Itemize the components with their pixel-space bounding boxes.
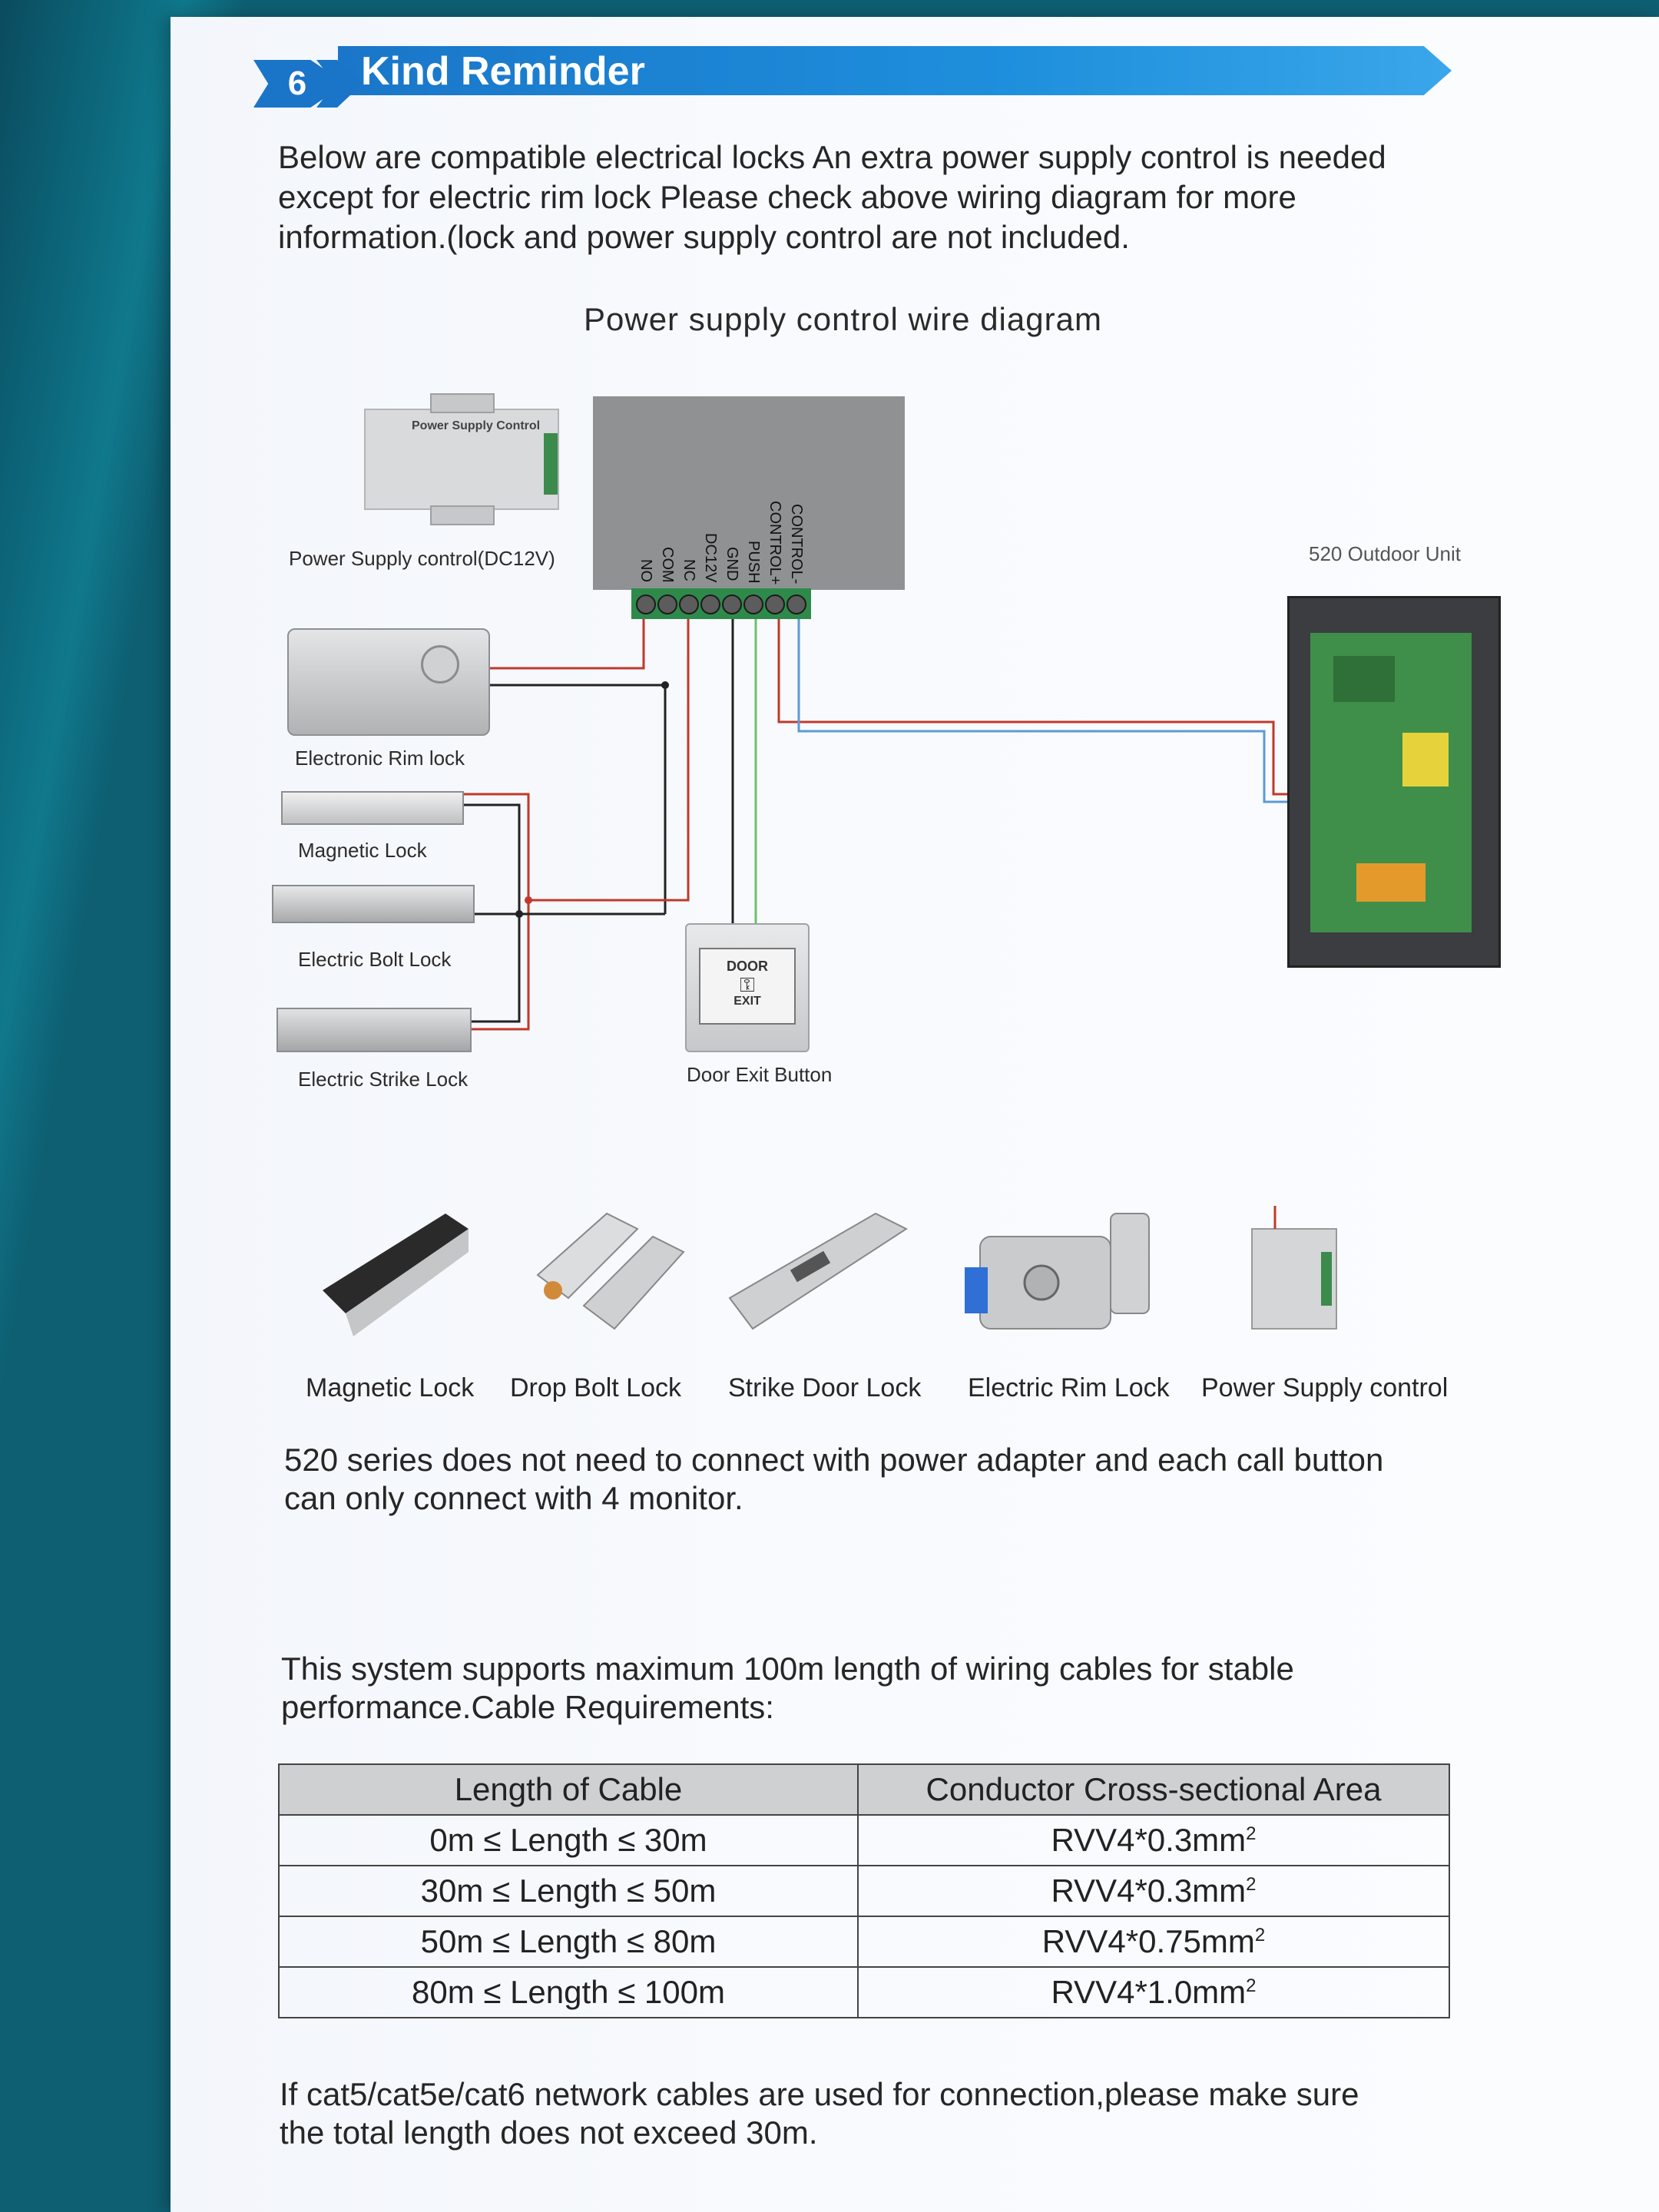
electric-rim-lock-product-image [965,1213,1150,1330]
terminal-label-gnd: GND [724,547,740,581]
terminal-label-push: PUSH [745,541,762,584]
exit-button-face: DOOR ⚿ EXIT [699,948,796,1025]
rim-lock-label: Electronic Rim lock [295,747,465,770]
terminal-screw [679,594,699,614]
psu-mount-ear-bottom [430,505,495,525]
table-row: 30m ≤ Length ≤ 50m RVV4*0.3mm2 [278,1865,1450,1917]
product-caption-power-supply-control: Power Supply control [1201,1373,1449,1402]
cell-area-exponent: 2 [1246,1874,1257,1895]
door-exit-label: Door Exit Button [687,1063,833,1086]
terminal-screw [743,594,763,614]
cell-area-value: RVV4*0.3mm [1051,1873,1247,1909]
rim-lock-knob-icon [421,645,459,684]
terminal-label-control-minus: CONTROL- [788,504,805,584]
electric-bolt-lock-image [272,885,475,923]
terminal-screw [722,594,742,614]
product-caption-strike-door-lock: Strike Door Lock [728,1373,922,1402]
intro-line-3: information.(lock and power supply contr… [278,219,1130,255]
product-caption-electric-rim-lock: Electric Rim Lock [968,1373,1170,1402]
terminal-screw [700,594,720,614]
cell-area-exponent: 2 [1246,1975,1257,1996]
power-supply-module: Power Supply Control [364,393,559,525]
junction-rim [661,681,669,689]
bolt-lock-label: Electric Bolt Lock [298,948,452,971]
psu-terminal-strip [544,433,558,495]
product-caption-drop-bolt-lock: Drop Bolt Lock [510,1373,681,1402]
footer-line-2: the total length does not exceed 30m. [280,2114,818,2151]
pcb-chip [1333,656,1395,702]
cell-area: RVV4*0.3mm2 [857,1814,1450,1866]
cell-area: RVV4*1.0mm2 [857,1966,1450,2018]
outdoor-unit-label: 520 Outdoor Unit [1309,542,1462,565]
column-header-length: Length of Cable [278,1763,859,1816]
junction-red [525,896,532,904]
product-caption-magnetic-lock: Magnetic Lock [306,1373,475,1402]
strike-door-lock-product-image [728,1212,909,1330]
series-note-line-1: 520 series does not need to connect with… [284,1442,1384,1478]
section-title: Kind Reminder [361,49,645,94]
terminal-screw [657,594,677,614]
magnetic-lock-image [281,791,464,825]
key-icon: ⚿ [740,973,755,996]
cell-area: RVV4*0.75mm2 [857,1916,1450,1968]
electric-strike-lock-image [276,1008,472,1052]
electronic-rim-lock-image [287,628,490,736]
power-supply-control-product-image [1251,1206,1337,1330]
terminal-screw [786,594,806,614]
table-row: 50m ≤ Length ≤ 80m RVV4*0.75mm2 [278,1916,1450,1968]
cable-requirements-table: Length of Cable Conductor Cross-sectiona… [278,1763,1450,2018]
footer-line-1: If cat5/cat5e/cat6 network cables are us… [280,2076,1359,2112]
wire-control-blue [797,607,1333,803]
section-number: 6 [287,65,307,102]
terminal-label-dc12v: DC12V [702,533,719,583]
exit-face-exit-text: EXIT [733,995,761,1008]
terminal-label-no: NO [637,559,654,582]
intro-line-1: Below are compatible electrical locks An… [278,139,1386,175]
cell-area-exponent: 2 [1254,1925,1266,1945]
intro-line-2: except for electric rim lock Please chec… [278,179,1296,215]
cell-length: 80m ≤ Length ≤ 100m [278,1966,859,2018]
junction-black [515,910,523,918]
terminal-screw [636,594,656,614]
column-header-area: Conductor Cross-sectional Area [857,1763,1450,1816]
wire-rim-red [487,607,645,670]
exit-face-door-text: DOOR [727,959,768,974]
diagram-title: Power supply control wire diagram [584,301,1102,337]
wire-mag-red [461,793,530,1031]
psu-plate-text: Power Supply Control [412,419,541,432]
pcb-component [1402,733,1449,786]
wire-rim-black [487,684,667,914]
cell-area: RVV4*0.3mm2 [857,1865,1450,1917]
cable-note-line-2: performance.Cable Requirements: [281,1689,774,1725]
cell-area-exponent: 2 [1246,1823,1257,1844]
magnetic-lock-product-image [323,1214,469,1336]
table-header-row: Length of Cable Conductor Cross-sectiona… [278,1763,1450,1816]
psu-label: Power Supply control(DC12V) [289,547,555,570]
series-note-line-2: can only connect with 4 monitor. [284,1480,743,1516]
drop-bolt-lock-product-image [536,1212,685,1330]
cell-length: 30m ≤ Length ≤ 50m [278,1865,859,1917]
cable-note-line-1: This system supports maximum 100m length… [281,1651,1294,1687]
table-row: 0m ≤ Length ≤ 30m RVV4*0.3mm2 [278,1814,1450,1866]
control-box [593,396,905,590]
wire-control-red [777,607,1333,796]
cell-length: 50m ≤ Length ≤ 80m [278,1916,859,1968]
cell-area-value: RVV4*0.75mm [1041,1923,1255,1959]
table-row: 80m ≤ Length ≤ 100m RVV4*1.0mm2 [278,1966,1450,2018]
terminal-label-com: COM [659,547,676,583]
strike-lock-label: Electric Strike Lock [298,1068,469,1091]
cell-area-value: RVV4*0.3mm [1051,1822,1247,1858]
section-header-bar [338,46,1452,95]
terminal-block [631,588,811,619]
magnetic-lock-label: Magnetic Lock [298,839,427,862]
cell-area-value: RVV4*1.0mm [1051,1974,1247,2010]
psu-mount-ear-top [430,393,495,413]
pcb-relay [1356,863,1426,902]
terminal-screw [765,594,785,614]
cell-length: 0m ≤ Length ≤ 30m [278,1814,859,1866]
outdoor-unit-pcb [1310,633,1472,932]
terminal-label-nc: NC [680,559,697,581]
terminal-label-control-plus: CONTROL+ [767,501,783,585]
wire-dc12v-red [530,607,690,902]
